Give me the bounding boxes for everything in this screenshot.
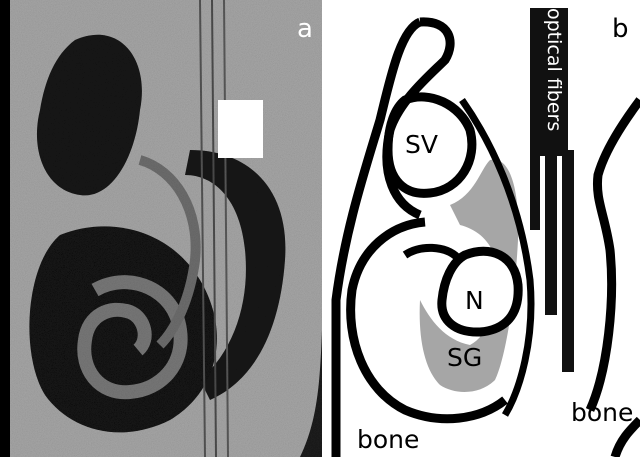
sv-label: SV bbox=[405, 130, 438, 159]
panel-letter-a: a bbox=[297, 14, 313, 44]
panel-letter-b: b bbox=[612, 14, 629, 44]
bright-marker bbox=[218, 100, 263, 158]
panel-a-micrograph: a bbox=[0, 0, 322, 457]
optical-fiber bbox=[530, 150, 540, 230]
optical-fibers-label: optical fibers bbox=[543, 8, 565, 131]
n-label: N bbox=[465, 286, 484, 315]
schematic-drawing bbox=[330, 0, 640, 457]
bone-label-right: bone bbox=[571, 398, 633, 427]
sg-label: SG bbox=[447, 343, 482, 372]
right-bone-outline bbox=[590, 100, 640, 410]
optical-fiber bbox=[562, 150, 574, 372]
optical-fiber bbox=[545, 150, 557, 315]
bone-label-left: bone bbox=[357, 425, 419, 454]
micrograph-image bbox=[0, 0, 322, 457]
panel-b-schematic: b SV N SG bone bone bbox=[330, 0, 640, 457]
optical-fibers-label-box: optical fibers bbox=[539, 8, 565, 156]
